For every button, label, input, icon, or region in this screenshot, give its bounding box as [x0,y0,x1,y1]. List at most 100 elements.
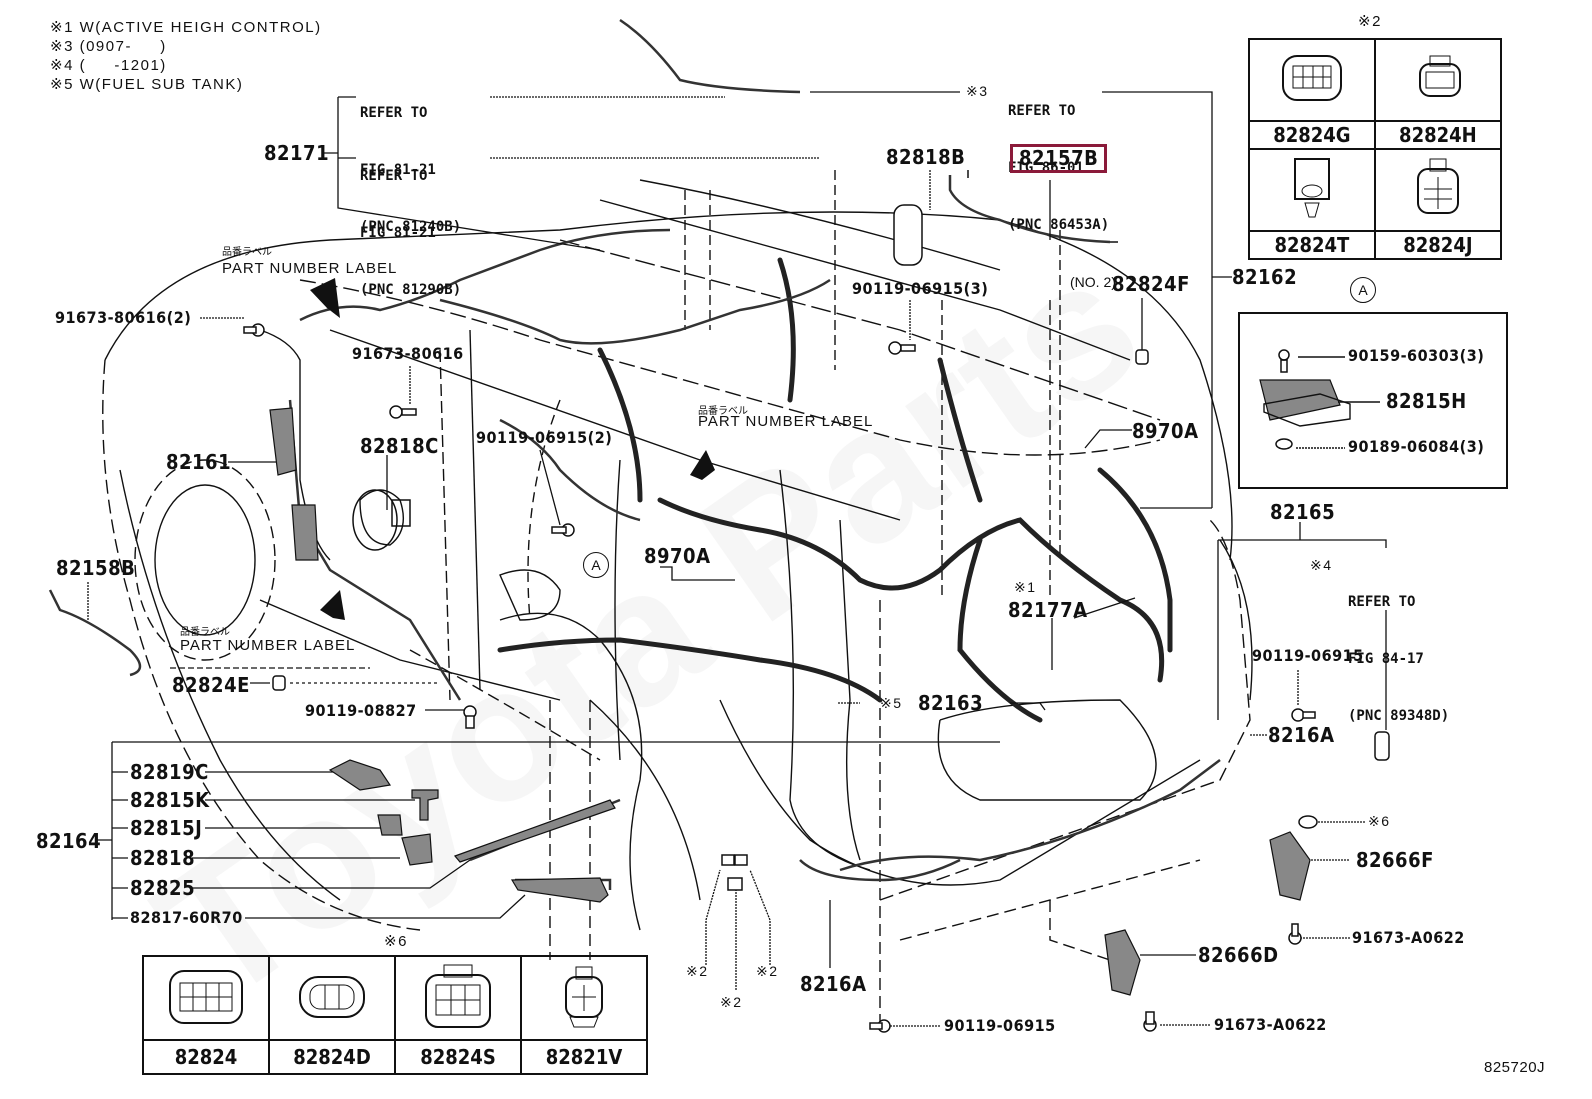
part-82666F[interactable]: 82666F [1356,848,1434,872]
part-91673-A0622[interactable]: 91673-A0622 [1214,1015,1327,1034]
ref-line: REFER TO [1348,594,1416,610]
ref-line: (PNC 89348D) [1348,708,1450,724]
part-82163[interactable]: 82163 [918,691,984,715]
ref-mark-4: ※4 [1310,557,1333,573]
part-8216A[interactable]: 8216A [800,972,867,996]
connector-image-cell[interactable] [1373,148,1503,232]
connector-image-cell[interactable] [268,955,396,1041]
part-82164[interactable]: 82164 [36,829,102,853]
mark-6: ※6 [1368,813,1391,829]
part-90159-60303-3[interactable]: 90159-60303(3) [1348,346,1485,365]
connector-image-cell[interactable] [1248,38,1376,122]
part-number-label-jp: 品番ラベル [180,627,230,638]
highlighted-part-box[interactable]: 82157B [1010,144,1108,173]
part-90189-06084-3[interactable]: 90189-06084(3) [1348,437,1485,456]
detail-a-panel: 90159-60303(3) 82815H 90189-06084(3) [1238,312,1508,489]
table-bottom-title: ※6 [384,933,408,950]
part-82824F[interactable]: 82824F [1112,272,1190,296]
part-82825[interactable]: 82825 [130,876,196,900]
connector-image-cell[interactable] [520,955,648,1041]
connector-table-2: 82824G 82824H 82824T 82824J [1248,38,1503,260]
reference-fig-86-01-86453a[interactable]: REFER TO FIG 86-01 (PNC 86453A) (NO. 2) [1008,64,1116,311]
ref-line: REFER TO [360,105,428,121]
part-8970A[interactable]: 8970A [644,544,711,568]
reference-fig-81-21-81240b[interactable]: REFER TO FIG 81-21 (PNC 81240B) [360,66,461,256]
part-82161[interactable]: 82161 [166,450,232,474]
connector-icon [565,966,603,1028]
connector-82824G[interactable]: 82824G [1248,120,1376,150]
part-82818[interactable]: 82818 [130,846,196,870]
part-91673-80616[interactable]: 91673-80616 [352,344,464,363]
part-82177A[interactable]: 82177A [1008,598,1088,622]
part-90119-06915-2[interactable]: 90119-06915(2) [476,428,613,447]
note-3: ※3 (0907- ) [50,38,167,55]
part-82158B[interactable]: 82158B [56,556,136,580]
ref-line: (PNC 81240B) [360,219,462,235]
connector-image-cell[interactable] [142,955,270,1041]
part-82165[interactable]: 82165 [1270,500,1336,524]
part-number-label-text: PART NUMBER LABEL [698,413,874,430]
part-82819C[interactable]: 82819C [130,760,209,784]
connector-82824D[interactable]: 82824D [268,1039,396,1075]
connector-icon [1293,158,1330,218]
note-4: ※4 ( -1201) [50,57,167,74]
part-91673-80616-2[interactable]: 91673-80616(2) [55,308,192,327]
part-82171[interactable]: 82171 [264,141,330,165]
connector-82824H[interactable]: 82824H [1373,120,1503,150]
connector-table-6: 82824 82824D 82824S 82821V [142,955,648,1075]
part-82818B[interactable]: 82818B [886,145,966,169]
part-82666D[interactable]: 82666D [1198,943,1279,967]
ref-line: (PNC 81290B) [360,282,462,298]
part-82817-60R70[interactable]: 82817-60R70 [130,908,243,927]
part-82162[interactable]: 82162 [1232,265,1298,289]
connector-icon [299,976,365,1018]
connector-icon [1418,55,1461,97]
mark-1: ※1 [1014,579,1037,595]
ref-line: REFER TO [360,168,428,184]
table-top-title: ※2 [1358,13,1382,30]
part-82815J[interactable]: 82815J [130,816,203,840]
part-8970A[interactable]: 8970A [1132,419,1199,443]
connector-82821V[interactable]: 82821V [520,1039,648,1075]
note-1: ※1 W(ACTIVE HEIGH CONTROL) [50,19,322,36]
connector-image-cell[interactable] [1373,38,1503,122]
connector-icon [169,970,243,1024]
part-90119-06915-3[interactable]: 90119-06915(3) [852,279,989,298]
part-90119-08827[interactable]: 90119-08827 [305,701,417,720]
ref-line: (PNC 86453A) [1008,217,1110,233]
connector-image-cell[interactable] [394,955,522,1041]
connector-icon [1416,158,1459,214]
connector-82824T[interactable]: 82824T [1248,230,1376,260]
part-90119-06915[interactable]: 90119-06915 [944,1016,1056,1035]
part-91673-A0622[interactable]: 91673-A0622 [1352,928,1465,947]
mark-5: ※5 [880,695,903,711]
part-number-label-jp: 品番ラベル [698,406,748,417]
connector-82824J[interactable]: 82824J [1373,230,1503,260]
detail-a-illustration [1263,356,1380,449]
part-number-label-text: PART NUMBER LABEL [222,260,398,277]
reference-fig-81-21-81290b[interactable]: REFER TO FIG 81-21 (PNC 81290B) [360,129,461,319]
mark-2: ※2 [720,994,743,1010]
detail-a-marker[interactable]: A [583,552,609,578]
connector-82824[interactable]: 82824 [142,1039,270,1075]
connector-image-cell[interactable] [1248,148,1376,232]
part-90119-06915[interactable]: 90119-06915 [1252,646,1364,665]
ref-line: FIG 84-17 [1348,651,1424,667]
reference-fig-84-17-89348d[interactable]: REFER TO FIG 84-17 (PNC 89348D) [1348,555,1449,745]
connector-82824S[interactable]: 82824S [394,1039,522,1075]
part-82815H[interactable]: 82815H [1386,389,1467,413]
figure-id: 825720J [1484,1059,1546,1076]
ref-line: FIG 81-21 [360,225,436,241]
ref-line: REFER TO [1008,103,1076,119]
part-number-label-text: PART NUMBER LABEL [180,637,356,654]
part-82818C[interactable]: 82818C [360,434,439,458]
part-8216A[interactable]: 8216A [1268,723,1335,747]
part-82157B[interactable]: 82157B [1019,146,1099,170]
connector-icon [425,964,491,1028]
mark-2: ※2 [756,963,779,979]
part-82824E[interactable]: 82824E [172,673,250,697]
connector-icon [1281,55,1342,101]
ref-line: FIG 81-21 [360,162,436,178]
part-82815K[interactable]: 82815K [130,788,210,812]
